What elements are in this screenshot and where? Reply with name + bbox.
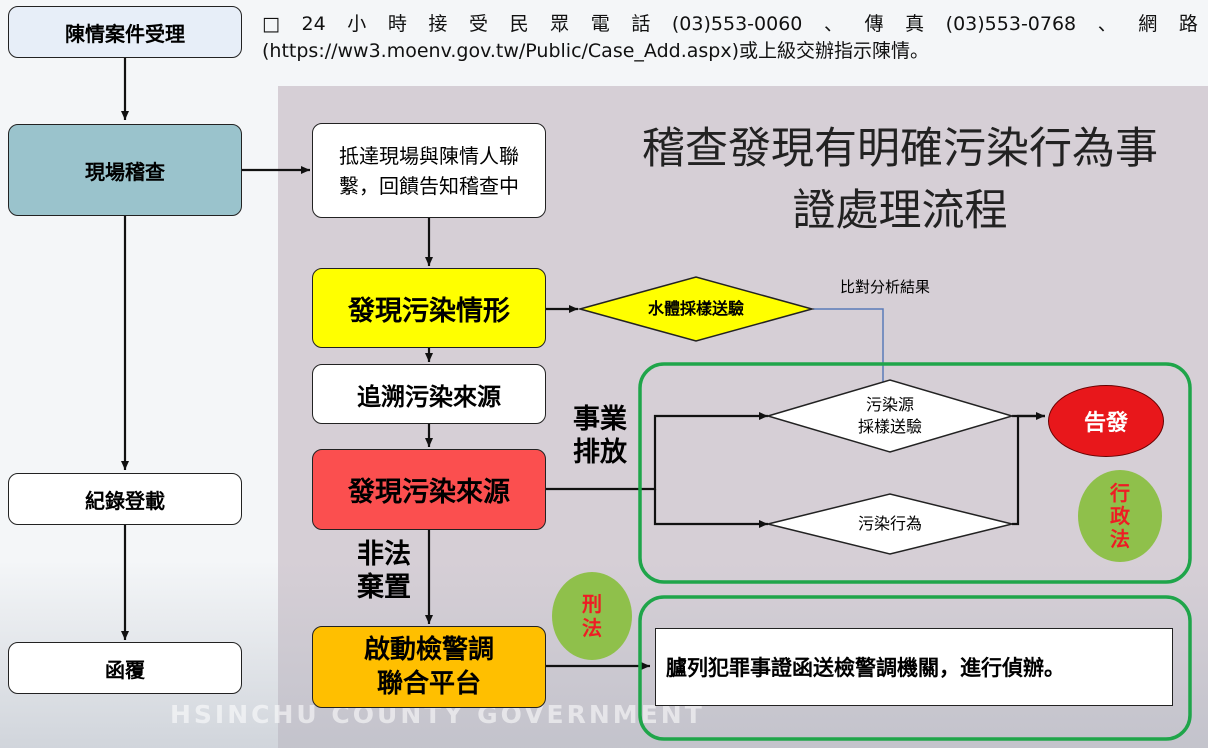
- business-line-1: 事業: [573, 404, 627, 435]
- joint-platform-box: 啟動檢警調 聯合平台: [312, 626, 546, 708]
- criminal-law-group: [638, 595, 1192, 741]
- business-line-2: 排放: [573, 437, 627, 468]
- intro-token: 電: [590, 13, 610, 35]
- compare-results-label: 比對分析結果: [840, 278, 931, 296]
- site-inspection-label: 現場稽查: [85, 159, 165, 184]
- line-act-to-prosecute: [1012, 412, 1045, 526]
- line-compare-results: [813, 308, 884, 384]
- case-accept-label: 陳情案件受理: [65, 21, 185, 46]
- admin-law-char: 政: [1110, 503, 1130, 528]
- intro-line-2: (https://ww3.moenv.gov.tw/Public/Case_Ad…: [262, 40, 929, 62]
- contact-line-1: 抵達現場與陳情人聯: [339, 143, 519, 168]
- pollution-act-label: 污染行為: [857, 514, 922, 533]
- intro-token: 真: [905, 13, 925, 35]
- admin-law-char: 行: [1110, 480, 1130, 505]
- intro-token: 傳: [864, 13, 884, 35]
- source-sample-line-1: 污染源: [865, 395, 914, 414]
- platform-line-2: 聯合平台: [376, 669, 481, 699]
- intro-token: 接: [428, 13, 448, 35]
- diagram-title: 稽查發現有明確污染行為事 證處理流程: [620, 118, 1180, 242]
- site-inspection-box: 現場稽查: [8, 124, 242, 216]
- prosecute-node: 告發: [1048, 385, 1164, 457]
- criminal-law-char: 法: [582, 616, 602, 640]
- intro-token: 話: [631, 13, 651, 35]
- intro-token: 小: [347, 13, 367, 35]
- platform-line-1: 啟動檢警調: [363, 635, 494, 665]
- intro-token: 民: [509, 13, 529, 35]
- criminal-law-badge: 刑 法: [552, 572, 632, 660]
- source-sample-line-2: 採樣送驗: [857, 417, 922, 436]
- record-box: 紀錄登載: [8, 473, 242, 525]
- admin-law-group: [638, 362, 1192, 584]
- case-accept-box: 陳情案件受理: [8, 6, 242, 58]
- intro-token: 、: [1097, 13, 1117, 35]
- illegal-line-1: 非法: [357, 539, 411, 570]
- illegal-dumping-label: 非法 棄置: [357, 538, 411, 604]
- decision-water-sample: [577, 276, 815, 342]
- intro-token: □: [262, 13, 280, 35]
- illegal-line-2: 棄置: [357, 572, 411, 603]
- found-source-label: 發現污染來源: [348, 477, 510, 508]
- intro-line-1: □ 24 小 時 接 受 民 眾 電 話 (03)553-0060 、 傳 真 …: [262, 11, 1198, 38]
- criminal-action-box: 臚列犯罪事證函送檢警調機關，進行偵辦。: [655, 628, 1173, 706]
- admin-law-char: 法: [1110, 526, 1130, 551]
- reply-label: 函覆: [105, 657, 145, 682]
- intro-token: 24: [301, 13, 326, 35]
- prosecute-label: 告發: [1083, 411, 1128, 436]
- decision-pollution-act: [767, 493, 1013, 555]
- intro-token: 、: [823, 13, 843, 35]
- title-line-2: 證處理流程: [792, 186, 1008, 236]
- record-label: 紀錄登載: [85, 488, 165, 513]
- water-sample-label: 水體採樣送驗: [647, 299, 744, 318]
- criminal-law-char: 刑: [582, 592, 602, 616]
- found-pollution-box: 發現污染情形: [312, 268, 546, 348]
- intro-token: 眾: [550, 13, 570, 35]
- found-pollution-label: 發現污染情形: [348, 295, 510, 327]
- line-branch-lower: [653, 489, 768, 528]
- source-sample-label: 污染源 採樣送驗: [820, 394, 960, 438]
- intro-token: (03)553-0060: [671, 13, 803, 35]
- contact-line-2: 繫，回饋告知稽查中: [339, 173, 519, 198]
- criminal-action-label: 臚列犯罪事證函送檢警調機關，進行偵辦。: [666, 656, 1065, 680]
- intro-token: 路: [1178, 13, 1198, 35]
- contact-box: 抵達現場與陳情人聯 繫，回饋告知稽查中: [312, 123, 546, 218]
- intro-token: 時: [387, 13, 407, 35]
- trace-source-box: 追溯污染來源: [312, 364, 546, 424]
- line-source-to-branch: [545, 412, 768, 491]
- decision-source-sample: [765, 379, 1015, 453]
- trace-source-label: 追溯污染來源: [357, 382, 501, 411]
- found-source-box: 發現污染來源: [312, 449, 546, 530]
- business-discharge-label: 事業 排放: [573, 403, 627, 469]
- intro-token: 網: [1138, 13, 1158, 35]
- intro-text: □ 24 小 時 接 受 民 眾 電 話 (03)553-0060 、 傳 真 …: [262, 11, 1198, 65]
- intro-token: (03)553-0768: [945, 13, 1077, 35]
- admin-law-badge: 行 政 法: [1078, 470, 1162, 562]
- reply-box: 函覆: [8, 642, 242, 694]
- title-line-1: 稽查發現有明確污染行為事: [642, 124, 1158, 174]
- intro-token: 受: [469, 13, 489, 35]
